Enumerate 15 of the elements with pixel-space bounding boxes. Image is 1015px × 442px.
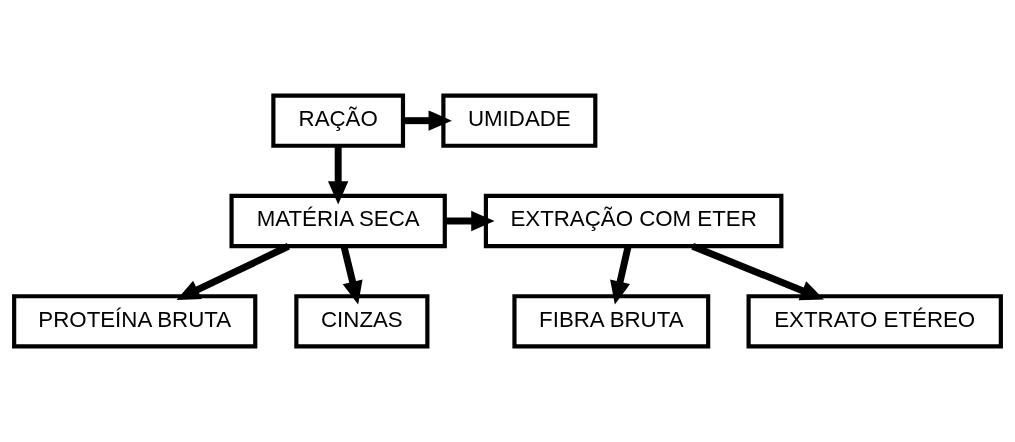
arrow bbox=[403, 110, 452, 131]
node-box: EXTRATO ETÉREO bbox=[746, 294, 1003, 349]
arrow bbox=[176, 243, 290, 300]
node-box: CINZAS bbox=[294, 294, 430, 349]
node-box: EXTRAÇÃO COM ETER bbox=[483, 193, 784, 249]
node-box: PROTEÍNA BRUTA bbox=[12, 294, 258, 349]
node-box: MATÉRIA SECA bbox=[229, 193, 447, 249]
node-box: RAÇÃO bbox=[271, 93, 406, 148]
arrow bbox=[340, 245, 363, 305]
arrow bbox=[610, 245, 632, 305]
arrow bbox=[327, 146, 349, 205]
node-box: UMIDADE bbox=[441, 93, 598, 148]
node-box: FIBRA BRUTA bbox=[512, 294, 711, 349]
arrow bbox=[444, 210, 495, 232]
arrow bbox=[691, 243, 824, 301]
